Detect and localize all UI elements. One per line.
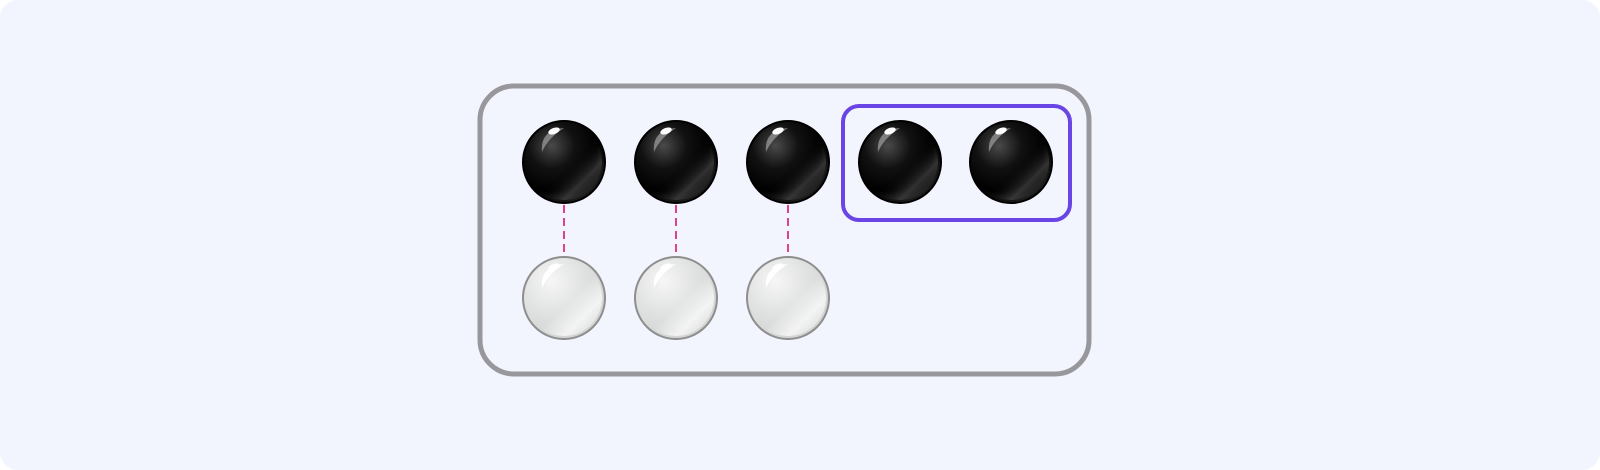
white-counter [746, 256, 830, 340]
white-counter-row [522, 256, 830, 340]
counter-frame [477, 83, 1092, 377]
white-counter [522, 256, 606, 340]
black-counter [746, 120, 830, 204]
black-counter [522, 120, 606, 204]
unpaired-highlight-box [841, 104, 1072, 222]
pair-connectors [563, 205, 789, 255]
white-counter [634, 256, 718, 340]
black-counter [634, 120, 718, 204]
black-counter-row [522, 120, 1053, 204]
black-counter [858, 120, 942, 204]
black-counter [969, 120, 1053, 204]
